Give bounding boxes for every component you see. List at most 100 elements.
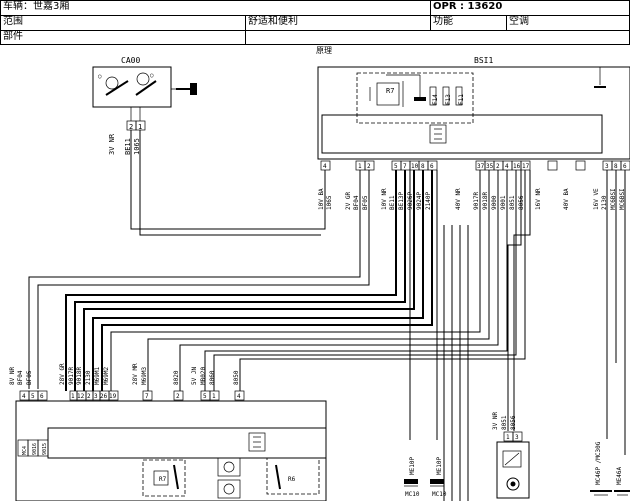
wire-signal: 9001 [500, 195, 507, 210]
pin-label: 6 [40, 393, 44, 400]
wire-label: 5V JN [191, 367, 198, 385]
relay-label: R6 [288, 476, 296, 483]
bsi-pin-label: 7 [403, 163, 407, 170]
ground-label: MC46P /MC30G [595, 441, 602, 485]
pin-label: 5 [31, 393, 35, 400]
bsi-pin-label: 8 [421, 163, 425, 170]
wire-signal: 9018R [482, 192, 489, 210]
wire-signal: 9017R [473, 192, 480, 210]
wire-label: 28V MR [132, 363, 139, 385]
lower-left-module: 8V NR BF04 BF05 4 5 6 28V GR 9017R 9018R… [9, 363, 327, 501]
ground-icon [614, 490, 630, 496]
wire-signal: M69M1 [94, 367, 101, 385]
pin-label: 5 [203, 393, 207, 400]
wire-signal: 8060 [209, 370, 216, 385]
bsi-pin-label: 6 [430, 163, 434, 170]
wire-label: 2V GR [345, 192, 352, 210]
wire-signal: MC6BSI [610, 188, 617, 210]
pin-label: 2 [176, 393, 180, 400]
wire-signal: 2130 [601, 195, 608, 210]
side-label: MC4 [22, 446, 28, 455]
vehicle-cell: 车辆：世嘉3厢 [0, 0, 431, 16]
bsi-body [317, 66, 630, 160]
pin-label: 3 [515, 434, 519, 441]
function-label: 功能 [430, 15, 507, 31]
pin-label: 1 [71, 393, 75, 400]
lower-left-inner [47, 427, 327, 459]
side-label: 9015 [42, 443, 48, 455]
wire-signal: 9017R [68, 367, 75, 385]
bsi-pin-label: 17 [522, 163, 530, 170]
bsi-pin-label: 37 [477, 163, 485, 170]
wiring-diagram: 原理 CA00 ○ ○ 2 1 3V NR BE11 1065 BSI1 R7 [9, 46, 630, 501]
wire-signal: 8020 [173, 370, 180, 385]
wire-signal: BF05 [362, 195, 369, 210]
fan-motor-icon [217, 457, 241, 477]
wire-signal: MC6BSI [619, 188, 626, 210]
bsi-connector: 4 1 2 5 7 10 8 6 37 35 2 4 16 17 3 8 6 [320, 160, 630, 171]
pin-label: 7 [145, 393, 149, 400]
scope-value: 舒适和便利 [245, 15, 431, 31]
wire-signal: BF04 [17, 370, 24, 385]
bsi-fuse-label: F13 [445, 94, 452, 105]
bsi-pin-label: 10 [411, 163, 419, 170]
ca00-wire-label: 3V NR [108, 133, 116, 155]
bsi1-unit: BSI1 R7 F14 F13 F11 [317, 56, 630, 160]
ground-ref: MC10 [432, 491, 447, 498]
bsi-pin-label: 6 [623, 163, 627, 170]
wire-label: 8V NR [9, 367, 16, 385]
ground-icon [430, 479, 444, 487]
bsi-inner-module [321, 114, 603, 154]
pin-label: 1 [506, 434, 510, 441]
bsi-fuse [455, 86, 463, 106]
ground-icon [404, 479, 418, 487]
part-value [245, 30, 630, 45]
ca00-name: CA00 [121, 56, 140, 65]
pin-label: 19 [109, 393, 117, 400]
ca00-pin-label: 2 [129, 123, 133, 131]
relay-r6-zone [266, 457, 320, 495]
function-value: 空调 [506, 15, 630, 31]
ca00-pin-label: 1 [138, 123, 142, 131]
bsi-pin-label: 2 [367, 163, 371, 170]
sensor-gear-icon [506, 477, 520, 491]
bsi-pin-label: 2 [496, 163, 500, 170]
wire-signal: BE13P [398, 192, 405, 210]
wire-label: 10V BA [318, 188, 325, 210]
principle-label: 原理 [316, 46, 332, 55]
lower-right-area: ME10P ME10P MC10 MC10 3V NR 8051 8056 1 … [404, 412, 630, 499]
bsi-pin-label: 1 [358, 163, 362, 170]
bsi-fuse-label: F14 [432, 94, 439, 105]
svg-text:○: ○ [150, 72, 154, 79]
part-label: 部件 [0, 30, 246, 45]
bsi-pin-label: 3 [605, 163, 609, 170]
relay-label: R7 [159, 476, 167, 483]
bsi-fuse [429, 86, 437, 106]
bsi-relay-label: R7 [386, 87, 394, 95]
bsi-wire-labels: 10V BA 1065 2V GR BF04 BF05 10V NR BE11 … [318, 188, 626, 210]
ground-label: ME10P [409, 457, 416, 475]
wire-signal: 8056 [510, 415, 517, 430]
bsi-pin-label: 5 [394, 163, 398, 170]
header-table: 车辆：世嘉3厢 OPR : 13620 范围 舒适和便利 功能 空调 部件 [0, 0, 630, 45]
bsi-pin-label: 8 [614, 163, 618, 170]
key-icon [176, 83, 197, 95]
wire-signal: BF05 [26, 370, 33, 385]
wire-signal: 2140P [425, 192, 432, 210]
side-label: 9016 [32, 443, 38, 455]
pin-label: 4 [22, 393, 26, 400]
wire-label: 40V NR [455, 188, 462, 210]
ground-label: ME10P [436, 457, 443, 475]
pin-label: 12 [77, 393, 85, 400]
wire-signal: 8051 [501, 415, 508, 430]
ca00-signal: 1065 [133, 138, 141, 155]
scope-label: 范围 [0, 15, 246, 31]
wire-signal: 2130 [85, 370, 92, 385]
opr-cell: OPR : 13620 [430, 0, 630, 16]
bsi-fuse-label: F11 [458, 94, 465, 105]
wire-label: 28V GR [59, 363, 66, 385]
pin-label: 2 [87, 393, 91, 400]
bsi-fuse [442, 86, 450, 106]
wire-signal: 8051 [509, 195, 516, 210]
ground-label: ME46A [616, 467, 623, 485]
